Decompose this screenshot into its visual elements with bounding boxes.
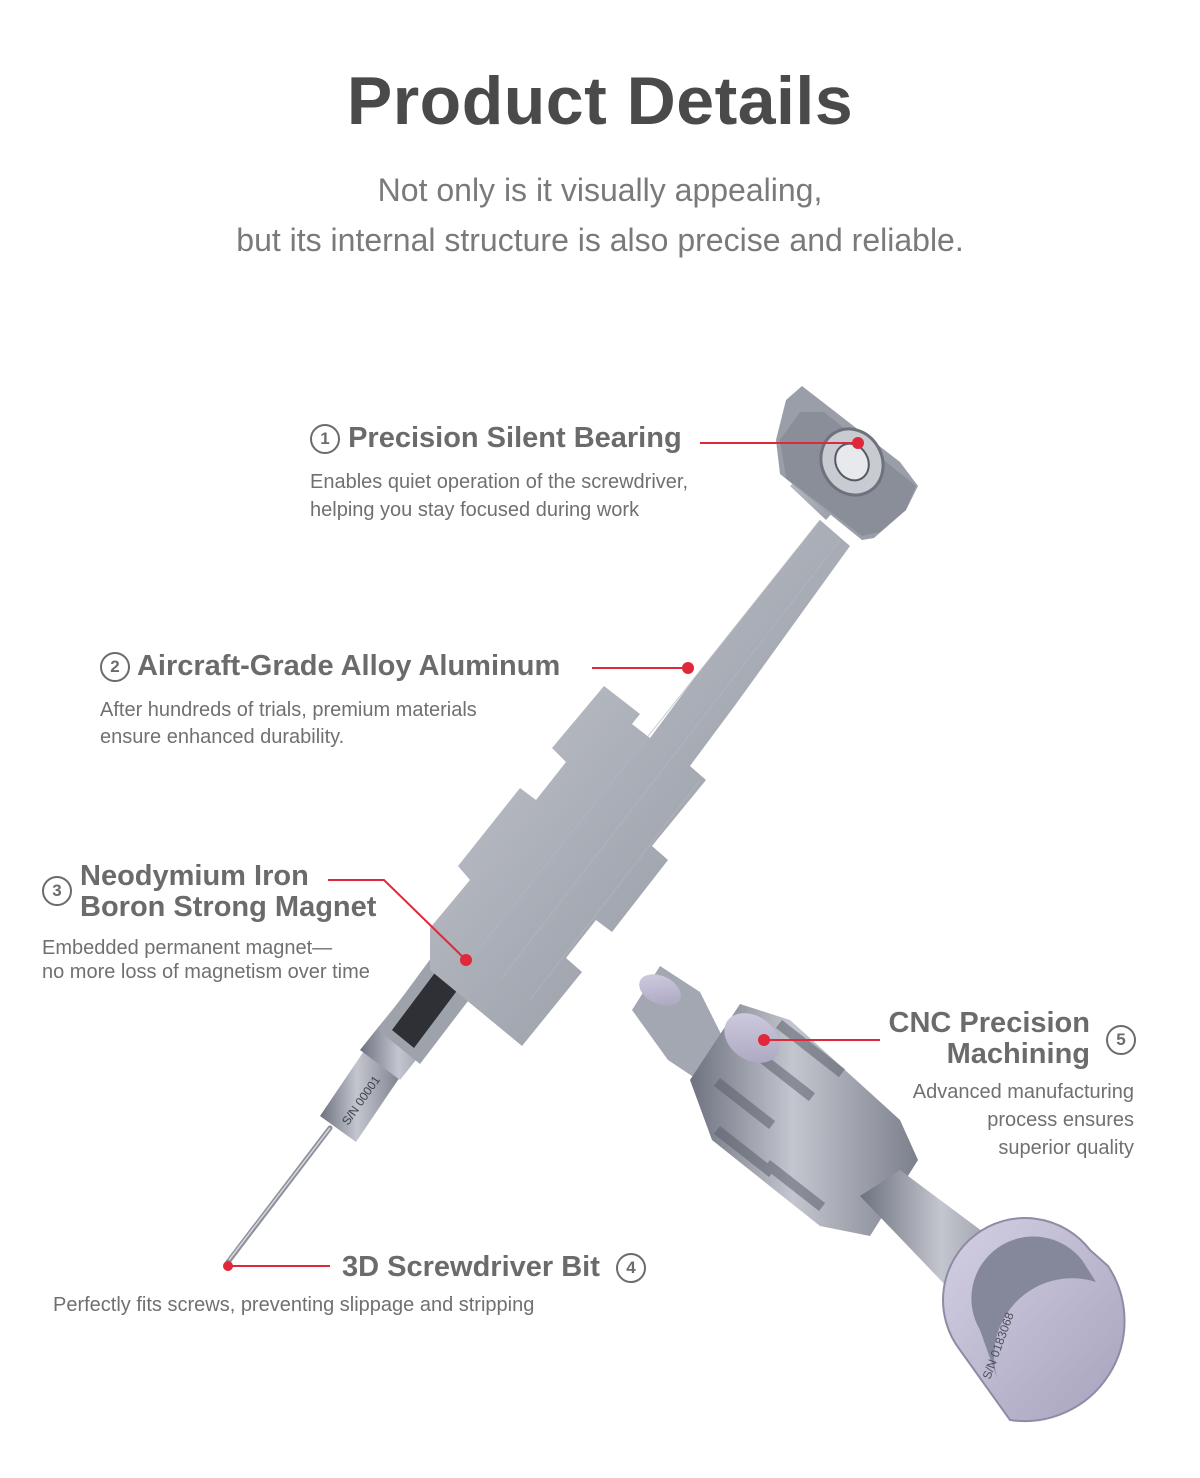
subtitle-line-2: but its internal structure is also preci…: [236, 222, 964, 258]
callout-dot-cnc: [758, 1034, 770, 1046]
callout-dot-aluminum: [682, 662, 694, 674]
callout-dot-bit: [223, 1261, 233, 1271]
feature-2-title-text: Aircraft-Grade Alloy Aluminum: [136, 650, 561, 682]
feature-3-title-line-1: Neodymium Iron: [80, 860, 309, 892]
feature-2-desc-line-2: ensure enhanced durability.: [100, 726, 345, 748]
feature-5-desc-line-2: process ensures: [987, 1109, 1134, 1131]
feature-5-desc-line-3: superior quality: [998, 1137, 1134, 1159]
feature-4-desc-line-1: Perfectly fits screws, preventing slippa…: [53, 1294, 535, 1316]
feature-5-title-line-1: CNC Precision: [888, 1007, 1090, 1039]
callout-dot-magnet: [460, 954, 472, 966]
feature-4-title-text: 3D Screwdriver Bit: [342, 1251, 600, 1283]
feature-2-desc-line-1: After hundreds of trials, premium materi…: [100, 699, 477, 721]
feature-1-desc-line-2: helping you stay focused during work: [310, 499, 640, 521]
feature-2-title: 2 Aircraft-Grade Alloy Aluminum: [100, 650, 560, 682]
feature-3-title-line-2: Boron Strong Magnet: [80, 891, 377, 923]
feature-3-number: 3: [42, 876, 72, 906]
feature-5-title-line-2: Machining: [946, 1038, 1090, 1070]
feature-5-desc-line-1: Advanced manufacturing: [912, 1081, 1134, 1103]
callout-dot-bearing: [852, 437, 864, 449]
feature-1-title: 1 Precision Silent Bearing: [310, 422, 682, 454]
feature-4-number: 4: [615, 1253, 646, 1283]
feature-3-desc-line-1: Embedded permanent magnet—: [42, 937, 333, 959]
feature-2-number: 2: [100, 652, 130, 682]
page-title: Product Details: [346, 63, 854, 139]
feature-4-title: 3D Screwdriver Bit 4: [342, 1251, 646, 1283]
feature-5-number: 5: [1106, 1025, 1136, 1055]
subtitle-line-1: Not only is it visually appealing,: [377, 172, 823, 208]
feature-1-title-text: Precision Silent Bearing: [348, 422, 682, 454]
feature-1-number: 1: [310, 424, 340, 454]
feature-3-desc-line-2: no more loss of magnetism over time: [42, 961, 370, 983]
feature-1-desc-line-1: Enables quiet operation of the screwdriv…: [310, 471, 688, 493]
